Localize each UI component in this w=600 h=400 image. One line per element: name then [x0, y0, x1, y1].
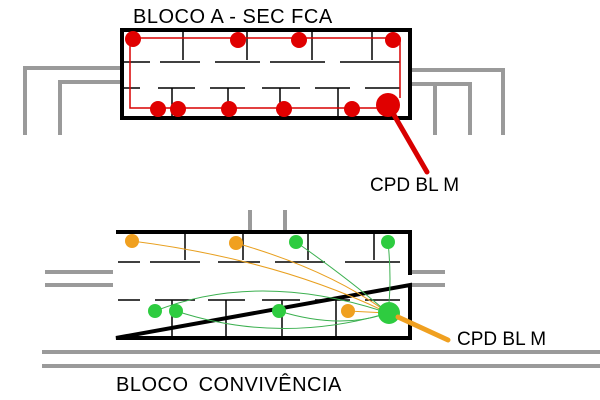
bloco-convivencia-title: BLOCO CONVIVÊNCIA [116, 374, 342, 396]
network-point [170, 101, 186, 117]
network-point [150, 101, 166, 117]
bloco-convivencia-uplink-cable [395, 314, 451, 343]
network-point [125, 31, 141, 47]
bloco-convivencia-green-points [148, 235, 395, 318]
network-point-orange [125, 234, 139, 248]
network-point-green [289, 235, 303, 249]
network-point [291, 32, 307, 48]
network-point [385, 32, 401, 48]
network-point [230, 32, 246, 48]
bloco-a-title: BLOCO A - SEC FCA [133, 6, 333, 28]
bloco-a-network-points [125, 31, 401, 117]
bloco-a-rack-node [376, 93, 400, 117]
network-point-orange [229, 236, 243, 250]
bloco-a-cable-run-lower [129, 38, 385, 109]
network-point-green [272, 304, 286, 318]
bloco-convivencia-corridor [42, 210, 600, 368]
bloco-convivencia-section [42, 210, 600, 368]
network-point [276, 101, 292, 117]
network-point-green [148, 304, 162, 318]
bloco-convivencia-cpd-label: CPD BL M [457, 329, 547, 350]
bloco-convivencia-orange-points [125, 234, 355, 318]
bloco-a-cpd-label: CPD BL M [370, 175, 460, 196]
bloco-a-building-outline [120, 28, 412, 120]
network-point [221, 101, 237, 117]
bloco-a-section [23, 28, 505, 175]
bloco-a-corridor [23, 66, 505, 135]
bloco-a-cable-run [130, 37, 401, 98]
bloco-convivencia-building-outline [115, 230, 412, 340]
network-point-orange [341, 304, 355, 318]
bloco-a-partitions [123, 32, 400, 116]
bloco-convivencia-green-cables [154, 241, 391, 329]
network-point-green [381, 235, 395, 249]
network-point-green [169, 304, 183, 318]
bloco-convivencia-rack-node [378, 302, 400, 324]
network-point [344, 101, 360, 117]
bloco-a-uplink-cable [391, 112, 430, 175]
